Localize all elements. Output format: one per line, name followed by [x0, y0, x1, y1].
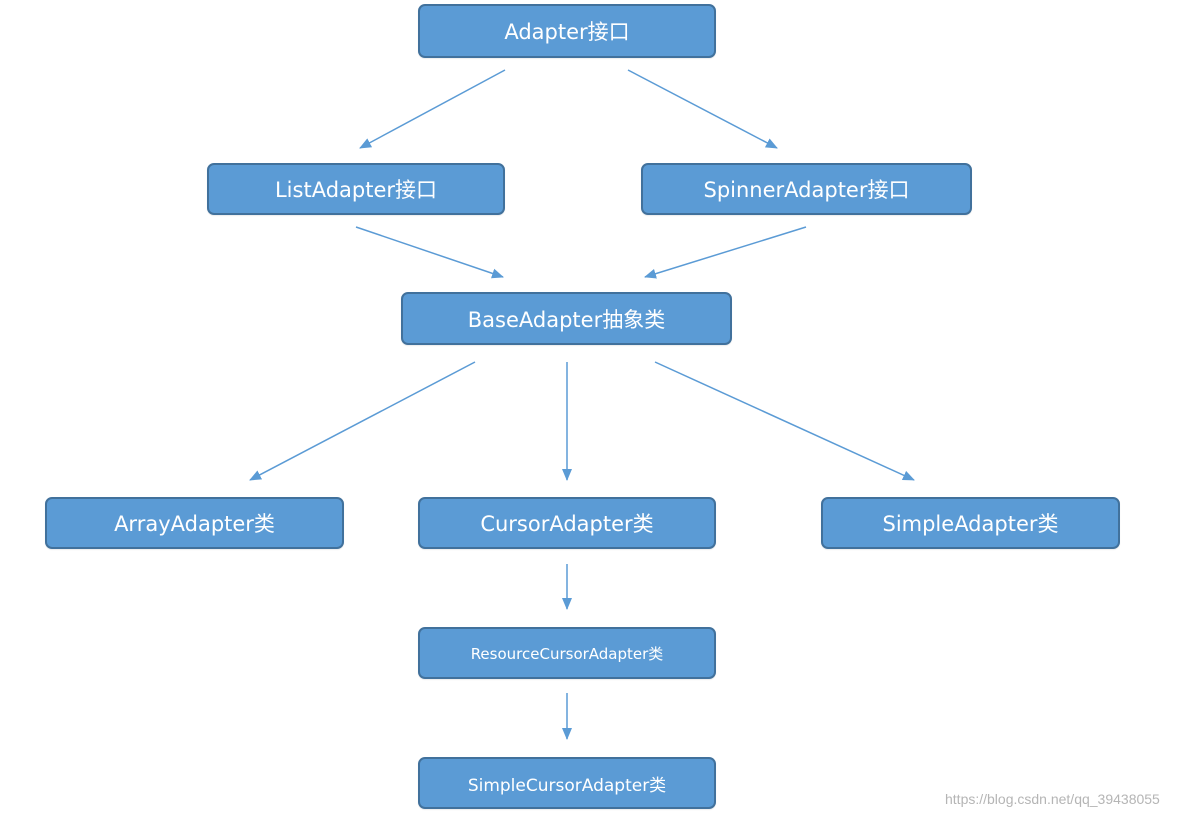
node-spinneradapter-interface: SpinnerAdapter接口	[641, 163, 972, 215]
node-label: SpinnerAdapter接口	[703, 178, 910, 202]
arrow-baseadapter-to-arrayadapter	[249, 361, 476, 481]
arrow-adapter-to-listadapter	[359, 69, 506, 149]
node-label: SimpleAdapter类	[882, 512, 1059, 536]
node-baseadapter-abstract-class: BaseAdapter抽象类	[401, 292, 732, 345]
node-simpleadapter-class: SimpleAdapter类	[821, 497, 1120, 549]
node-label: ListAdapter接口	[274, 178, 438, 202]
node-cursoradapter-class: CursorAdapter类	[418, 497, 716, 549]
arrow-listadapter-to-baseadapter	[355, 226, 504, 279]
watermark-url: https://blog.csdn.net/qq_39438055	[945, 791, 1160, 807]
arrow-baseadapter-to-simpleadapter	[654, 361, 915, 481]
node-arrayadapter-class: ArrayAdapter类	[45, 497, 344, 549]
arrow-spinneradapter-to-baseadapter	[644, 226, 807, 279]
node-adapter-interface: Adapter接口	[418, 4, 716, 58]
node-listadapter-interface: ListAdapter接口	[207, 163, 505, 215]
node-label: SimpleCursorAdapter类	[467, 775, 667, 796]
node-label: Adapter接口	[504, 20, 630, 44]
arrow-adapter-to-spinneradapter	[627, 69, 778, 149]
node-resourcecursoradapter-class: ResourceCursorAdapter类	[418, 627, 716, 679]
node-label: BaseAdapter抽象类	[467, 307, 666, 332]
node-label: ArrayAdapter类	[114, 512, 275, 536]
node-label: CursorAdapter类	[480, 512, 654, 536]
node-label: ResourceCursorAdapter类	[470, 644, 664, 663]
node-simplecursoradapter-class: SimpleCursorAdapter类	[418, 757, 716, 809]
